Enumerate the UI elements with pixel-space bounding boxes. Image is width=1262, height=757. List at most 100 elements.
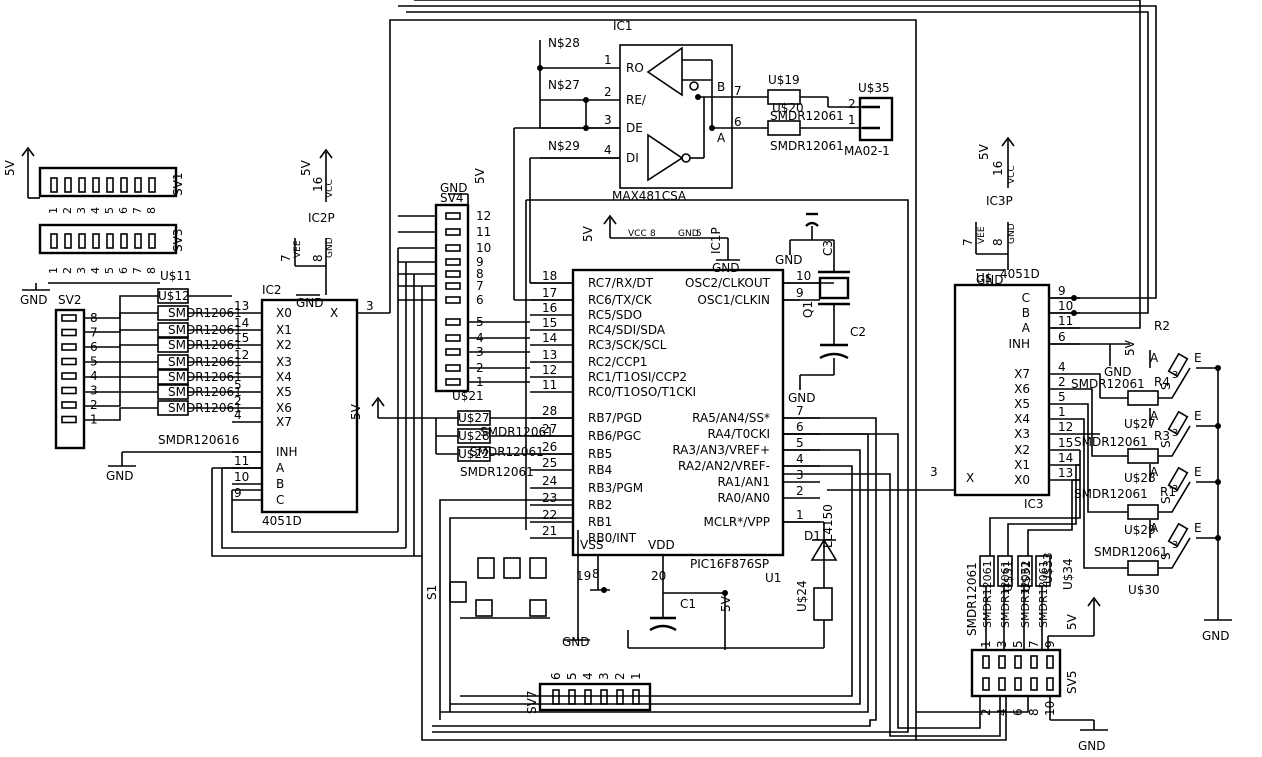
ic2-pin-num: 13: [234, 299, 249, 313]
u1-5v: 5V: [719, 595, 733, 612]
u1-pin-label: RB2: [588, 498, 612, 512]
sv5-top-num: 3: [995, 640, 1009, 648]
ic1p-5v: 5V: [581, 225, 595, 242]
u1-pin-num: 25: [542, 456, 557, 470]
sv4-pin-num: 11: [476, 225, 491, 239]
u1-pin-label: OSC1/CLKIN: [697, 293, 770, 307]
pot-a: A: [1150, 521, 1159, 535]
ic2-pin-label: C: [276, 493, 284, 507]
ic1-pin-label: DI: [626, 151, 639, 165]
ic3-pin-num: 13: [1058, 466, 1073, 480]
sv5-top-num: 5: [1011, 640, 1025, 648]
ic1-receiver: [646, 46, 683, 97]
sv5-resistor-part: SMDR12061: [1037, 560, 1050, 628]
ic1-pin-num: 1: [604, 53, 612, 67]
u1-pin-label: RC0/T1OSO/T1CKI: [588, 385, 696, 399]
ic2p-gnd-label: GND: [296, 296, 324, 310]
ic1p-gnd: GND: [678, 229, 699, 239]
c3-gnd: GND: [775, 253, 803, 267]
pot-r2: R2: [1154, 319, 1170, 333]
sv4-pin-num: 6: [476, 293, 484, 307]
u1-pin-label: RC6/TX/CK: [588, 293, 653, 307]
ic1p-vcc: VCC: [628, 229, 647, 239]
ic2-pin-num: 4: [234, 408, 242, 422]
sv3-pins-num: 5: [103, 267, 116, 274]
u1-pin-num: 2: [796, 484, 804, 498]
ic2-res-part-last: SMDR120616: [158, 433, 239, 447]
sv2-pin-num: 3: [90, 384, 98, 398]
ic2p-p7: 7: [279, 254, 293, 262]
u1-pin-label: RA0/AN0: [717, 491, 770, 505]
u1-pin-label: RB6/PGC: [588, 429, 641, 443]
sv1-pins-num: 7: [131, 207, 144, 214]
ic1-name: MAX481CSA: [612, 189, 687, 203]
u1-pin-num: 9: [796, 286, 804, 300]
u1-pin-num: 17: [542, 286, 557, 300]
sv5-5v: 5V: [1065, 613, 1079, 630]
sv4-header: [434, 203, 470, 393]
net-n27: N$27: [548, 78, 580, 92]
ic2-pin-num: 2: [234, 394, 242, 408]
sv1-header: [38, 166, 178, 198]
sv5-resistor: [1035, 555, 1051, 587]
u1-pin-label: RC5/SDO: [588, 308, 642, 322]
net-n29: N$29: [548, 139, 580, 153]
u1-pin-num: 13: [542, 348, 557, 362]
ic3p-vee: VEE: [977, 226, 987, 244]
res-u24: U$24: [795, 580, 809, 612]
sv1-pins-num: 6: [117, 207, 130, 214]
pot-r1: R1: [1160, 485, 1176, 499]
ic3-pin-label: INH: [1008, 337, 1030, 351]
u1-pin-num: 26: [542, 440, 557, 454]
ic2-pin-label: X4: [276, 370, 292, 384]
ic3p-p16: 16: [991, 161, 1005, 176]
ic2-pin-num: 1: [234, 363, 242, 377]
ic3-pin-num: 5: [1058, 390, 1066, 404]
sv3-ref: SV3: [171, 229, 185, 252]
sv1-ref: SV1: [171, 173, 185, 196]
sv1-pins-num: 3: [75, 207, 88, 214]
ic1-a: A: [717, 131, 726, 145]
u1-pin-num: 11: [542, 378, 557, 392]
ic3-pin-label: C: [1022, 291, 1030, 305]
sv3-pins-num: 6: [117, 267, 130, 274]
ic3p-vcc: VCC: [1007, 165, 1017, 184]
sv5-gnd: GND: [1078, 739, 1106, 753]
sv3-pins-num: 7: [131, 267, 144, 274]
u1-body: [571, 268, 785, 557]
ic2-p3: 3: [366, 299, 374, 313]
u1-pin-num: 22: [542, 508, 557, 522]
u1-pin-num: 14: [542, 331, 557, 345]
u1-vdd: VDD: [648, 538, 675, 552]
res-u19: U$19: [768, 73, 800, 87]
sv7-pin-num: 4: [581, 672, 595, 680]
u1-pin-label: RA5/AN4/SS*: [692, 411, 770, 425]
u1-pin-label: RA2/AN2/VREF-: [678, 459, 770, 473]
sv5-resistor: [979, 555, 995, 587]
net-n28: N$28: [548, 36, 580, 50]
ic3p-gnd: GND: [1007, 223, 1017, 244]
sv3-pins-num: 2: [61, 267, 74, 274]
ic3-res-part4: SMDR12061: [1094, 545, 1168, 559]
ic2p-p8: 8: [311, 254, 325, 262]
ic2-pin-num: 14: [234, 316, 249, 330]
ic2-gnd: GND: [106, 469, 134, 483]
u1-pin-num: 23: [542, 491, 557, 505]
res-u11: U$11: [160, 269, 192, 283]
res-u22-part: SMDR12061: [460, 465, 534, 479]
ic2-resistor-part: SMDR12061: [168, 323, 242, 337]
ic2-pin-label: X0: [276, 306, 292, 320]
net-5v-left: 5V: [349, 403, 363, 420]
sv5-resistor: [1017, 555, 1033, 587]
ic3-pin-label: A: [1022, 321, 1031, 335]
pot-3: 3: [1172, 484, 1178, 495]
sv3-pins-num: 1: [47, 267, 60, 274]
ic3-resistor: [1127, 504, 1159, 520]
ic3-pin-num: 1: [1058, 405, 1066, 419]
ic2-pin-num: 15: [234, 331, 249, 345]
u1-pin-label: RB1: [588, 515, 612, 529]
q1-ref: Q1: [801, 301, 815, 318]
